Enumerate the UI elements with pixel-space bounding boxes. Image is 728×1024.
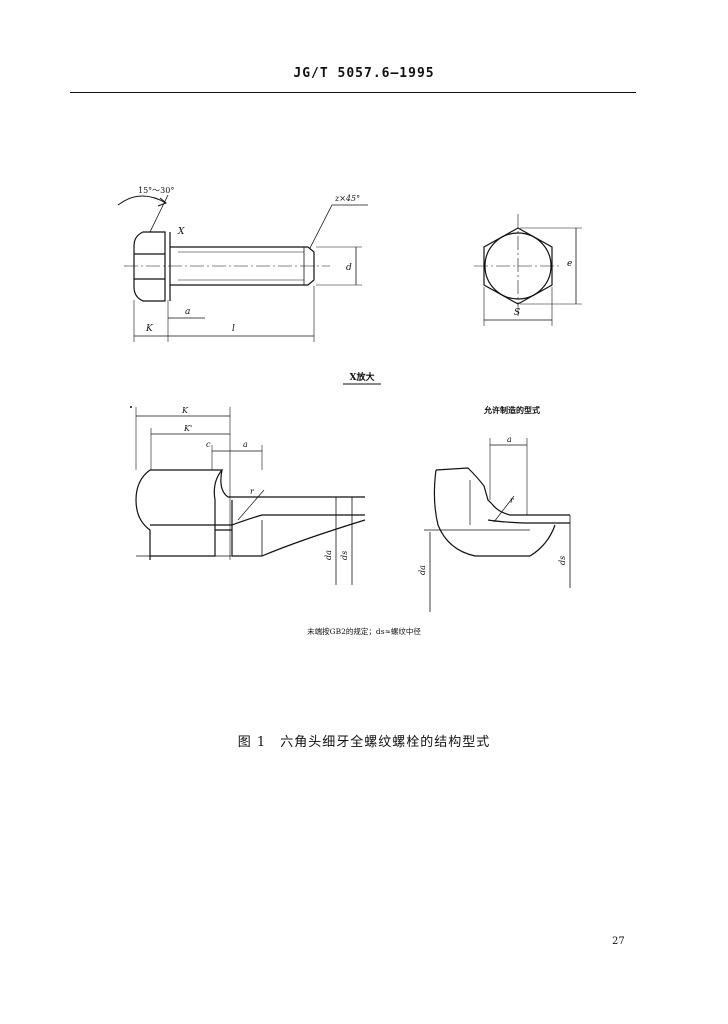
detail-r-label: r [250,487,255,496]
detail-a-label: a [243,440,248,449]
alt-da-label: da [418,565,427,575]
detail-kprime-label: K' [183,424,192,433]
x-callout-label: X [177,227,185,237]
detail-ds-label: ds [340,551,349,560]
standard-header: JG/T 5057.6—1995 [293,66,435,81]
chamfer-leader [309,204,333,249]
detail-title: X放大 [350,371,375,383]
angle-arrow [157,197,167,207]
angle-leader [149,194,169,233]
detail-head-outline [150,469,224,557]
detail-da-label: da [324,550,333,560]
chamfer-label: z×45° [334,194,360,203]
alt-r-leader [493,495,515,523]
detail-c-label: c [206,440,211,449]
s-label: S [514,308,520,318]
drawing-note: 末端按GB2的规定；ds≈螺纹中径 [307,626,421,636]
stray-mark [130,406,132,408]
angle-arc [117,195,167,206]
figure-title: 六角头细牙全螺纹螺栓的结构型式 [280,735,491,750]
d-label: d [346,263,352,273]
detail-k-label: K [181,406,189,415]
detail-view [135,407,366,585]
detail-head-curve [135,469,151,560]
figure-caption: 图 1 六角头细牙全螺纹螺栓的结构型式 [0,731,728,750]
alt-title: 允许制造的型式 [483,405,540,415]
detail-shank-top [220,469,365,498]
alt-r-label: r [510,496,515,505]
bolt-side-view [117,194,368,342]
alt-ds-label: ds [558,556,567,565]
l-label: l [232,324,235,334]
k-label: K [145,324,154,334]
alt-thread-runout [529,524,556,557]
alt-shank-top [491,503,570,516]
alt-head-curve [433,469,530,557]
detail-thread-runout [232,519,366,557]
bolt-head-outline [133,231,166,302]
e-label: e [567,259,572,269]
detail-shank-inner [231,514,365,526]
r-leader [237,489,265,521]
a-label: a [185,307,190,317]
alt-head-outline [435,467,493,505]
angle-label: 15°～30° [138,186,174,195]
alternative-form-view [424,438,571,612]
page-number: 27 [612,936,625,947]
alt-shank-inner [487,519,570,524]
header-rule [70,92,636,93]
bolt-end-view [474,214,582,326]
figure-number: 图 1 [237,735,267,750]
alt-a-label: a [507,435,512,444]
